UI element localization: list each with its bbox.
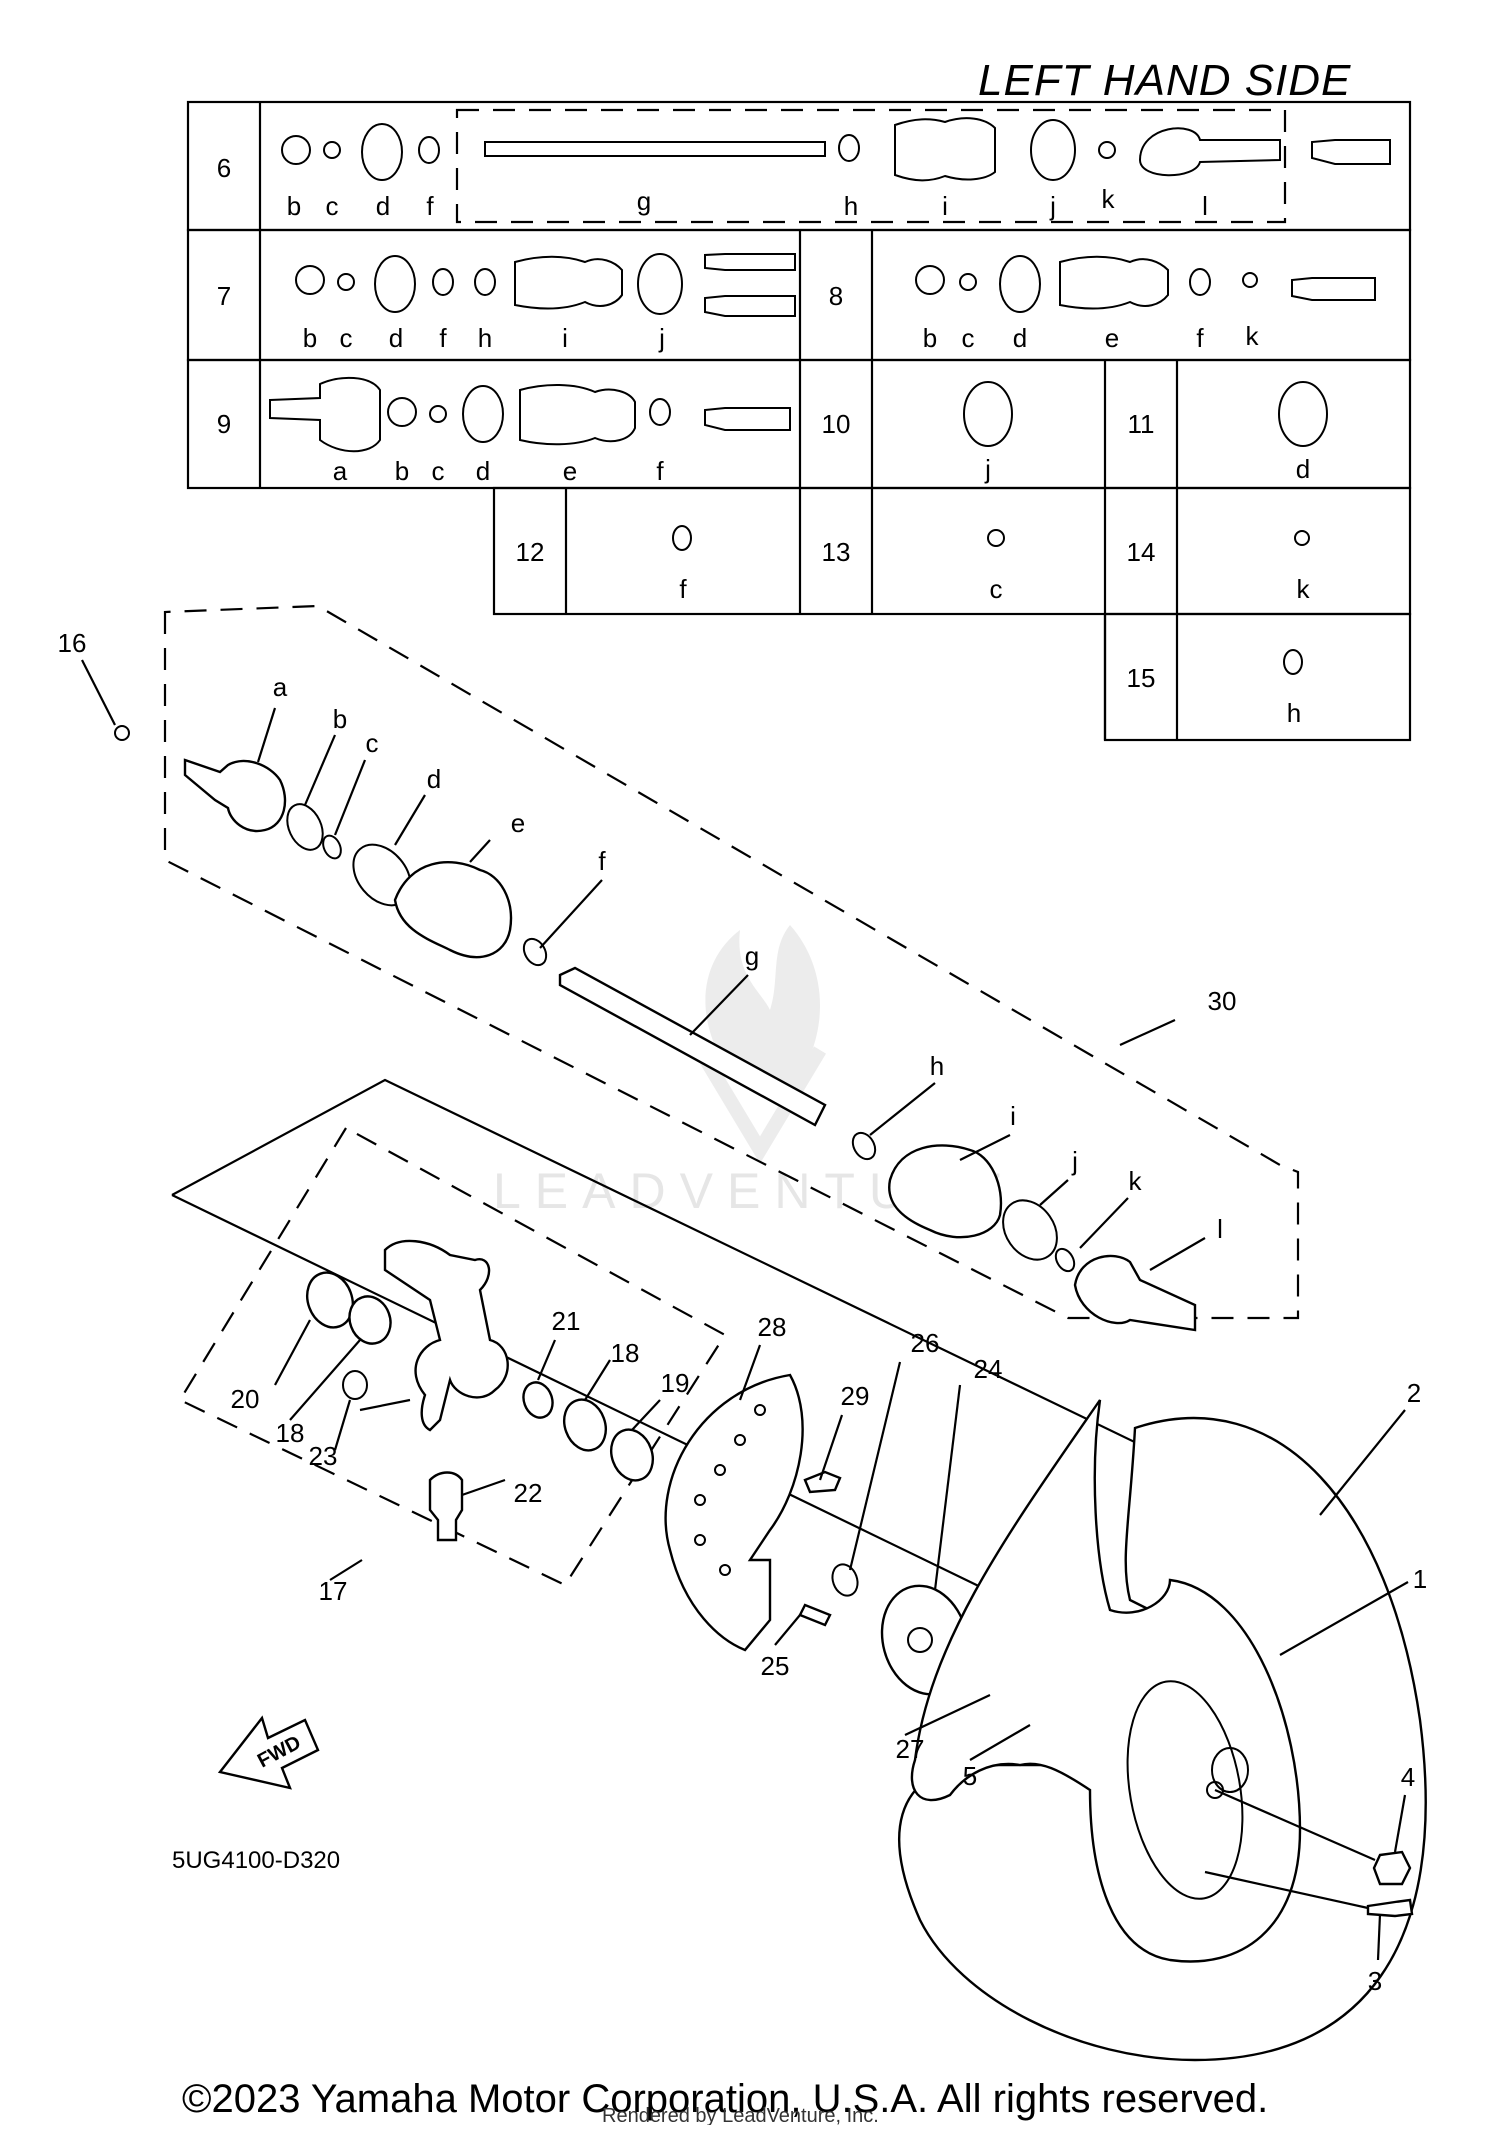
kit-table [186,100,1412,742]
kit-number: 8 [829,281,843,311]
callout-number: 23 [309,1441,338,1471]
kit-number: 12 [516,537,545,567]
callout-letter: f [598,846,606,876]
callout-number: 27 [896,1734,925,1764]
part-letter: d [476,456,490,486]
callout-number: 21 [552,1306,581,1336]
part-letter: c [962,323,975,353]
part-letter: c [432,456,445,486]
part-letter: d [389,323,403,353]
part-letter: l [1202,191,1208,221]
part-letter: h [478,323,492,353]
part-letter: d [376,191,390,221]
group-outline-30 [163,604,1300,1320]
leader-lines [81,659,1409,1961]
part-letter: a [333,456,348,486]
kit-number: 15 [1127,663,1156,693]
callout-number: 28 [758,1312,787,1342]
part-letter: j [658,323,665,353]
kit-8-parts-icon [915,255,1376,313]
part-letter: d [1013,323,1027,353]
callout-number: 3 [1368,1966,1382,1996]
fwd-arrow-icon: FWD [217,1715,320,1790]
callout-number: 18 [276,1418,305,1448]
kit-number: 11 [1128,409,1155,439]
callout-number: 30 [1208,986,1237,1016]
kit-number: 9 [217,409,231,439]
valve-stem-icon [1366,1898,1414,1918]
kit-number: 10 [822,409,851,439]
part-letter: j [984,454,991,484]
callout-number: 29 [841,1381,870,1411]
callout-number: 18 [611,1338,640,1368]
callout-letter: d [427,764,441,794]
kit-number: 6 [217,153,231,183]
callout-letter: g [745,941,759,971]
part-letter: c [326,191,339,221]
wheel-tire-icon [898,1399,1427,2062]
part-letter: g [637,186,651,216]
part-letter: j [1049,191,1056,221]
callout-number: 26 [911,1328,940,1358]
page-title: LEFT HAND SIDE [978,56,1351,105]
callout-letter: a [273,672,288,702]
kit-number: 13 [822,537,851,567]
part-letter: b [395,456,409,486]
part-letter: i [562,323,568,353]
kit-number: 14 [1127,537,1156,567]
callout-number: 19 [661,1368,690,1398]
copyright-text: ©2023 Yamaha Motor Corporation, U.S.A. A… [182,2077,1268,2121]
callout-letter: l [1217,1214,1223,1244]
kit-7-parts-icon [295,253,796,317]
callout-letter: h [930,1051,944,1081]
callout-number: 16 [58,628,87,658]
part-letter: k [1297,574,1311,604]
part-letter: f [679,574,687,604]
callout-number: 5 [963,1761,977,1791]
part-letter: i [942,191,948,221]
callout-number: 17 [319,1576,348,1606]
callout-letter: i [1010,1101,1016,1131]
part-letter: h [844,191,858,221]
callout-letter: k [1129,1166,1143,1196]
part-letter: k [1102,184,1116,214]
single-parts-icon [672,381,1328,675]
callout-number: 1 [1413,1564,1427,1594]
part-letter: f [1196,323,1204,353]
part-letter: f [656,456,664,486]
callout-number: 25 [761,1651,790,1681]
drive-axle-icon [114,725,1197,1332]
part-letter: f [439,323,447,353]
kit-9-parts-icon [269,376,791,453]
part-letter: c [340,323,353,353]
callout-letter: j [1071,1146,1078,1176]
rendered-by-text: Rendered by LeadVenture, Inc. [602,2105,879,2125]
part-letter: b [303,323,317,353]
part-letter: k [1246,321,1260,351]
part-letter: e [1105,323,1119,353]
part-letter: b [287,191,301,221]
callout-number: 20 [231,1384,260,1414]
part-letter: h [1287,698,1301,728]
part-letter: b [923,323,937,353]
lug-nut-icon [1372,1850,1412,1886]
kit-number: 7 [217,281,231,311]
callout-number: 4 [1401,1762,1415,1792]
callout-letter: e [511,808,525,838]
knuckle-assembly-icon [306,1239,654,1542]
part-letter: d [1296,454,1310,484]
callout-number: 22 [514,1478,543,1508]
callout-letter: b [333,704,347,734]
part-letter: c [990,574,1003,604]
callout-number: 2 [1407,1378,1421,1408]
kit-6-parts-icon [281,117,1391,182]
callout-letter: c [366,728,379,758]
part-letter: e [563,456,577,486]
watermark-flame-icon [693,925,827,1164]
callout-number: 24 [974,1354,1003,1384]
diagram-code: 5UG4100-D320 [172,1847,340,1874]
part-letter: f [426,191,434,221]
